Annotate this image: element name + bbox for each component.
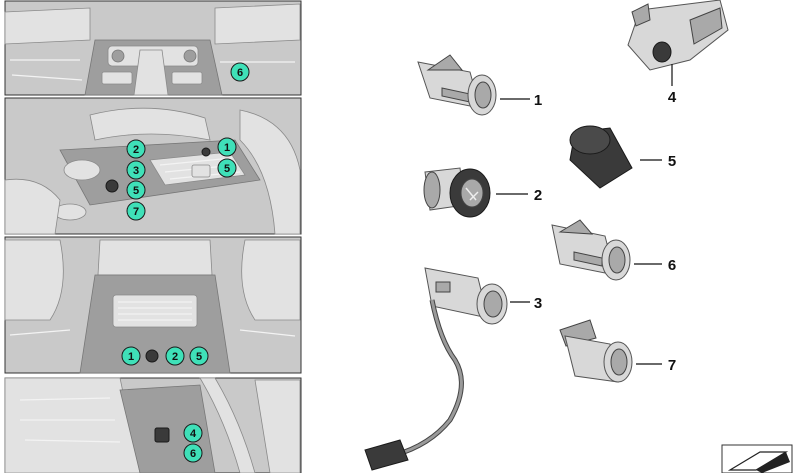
svg-text:4: 4 xyxy=(190,428,197,440)
svg-text:5: 5 xyxy=(196,351,202,363)
callout-marker: 5 xyxy=(126,180,146,200)
catalog-arrow-icon xyxy=(721,444,793,473)
svg-text:2: 2 xyxy=(534,187,542,204)
part-1-socket-housing: 1 xyxy=(417,54,542,116)
part-7-socket-sleeve: 7 xyxy=(559,319,676,383)
callout-marker: 2 xyxy=(165,346,185,366)
part-6-socket-housing: 6 xyxy=(551,219,676,281)
callout-marker: 2 xyxy=(126,139,146,159)
svg-text:5: 5 xyxy=(224,163,230,175)
part-3-socket-with-cable: 3 xyxy=(364,267,542,471)
svg-text:5: 5 xyxy=(133,185,139,197)
svg-text:7: 7 xyxy=(668,357,676,374)
svg-text:5: 5 xyxy=(668,153,676,170)
svg-text:2: 2 xyxy=(133,144,139,156)
callout-marker: 7 xyxy=(126,201,146,221)
part-5-socket-cap: 5 xyxy=(569,125,676,189)
part-4-socket-bracket: 4 xyxy=(627,0,729,106)
part-2-cigarette-lighter: 2 xyxy=(423,167,542,218)
svg-text:6: 6 xyxy=(668,257,676,274)
callout-marker: 6 xyxy=(230,62,250,82)
callout-marker: 3 xyxy=(126,160,146,180)
callout-marker: 5 xyxy=(217,158,237,178)
callout-marker: 1 xyxy=(121,346,141,366)
svg-text:3: 3 xyxy=(534,295,542,312)
svg-text:6: 6 xyxy=(190,448,196,460)
svg-text:3: 3 xyxy=(133,165,139,177)
callout-marker: 4 xyxy=(183,423,203,443)
svg-text:6: 6 xyxy=(237,67,243,79)
svg-text:1: 1 xyxy=(224,142,230,154)
svg-text:1: 1 xyxy=(128,351,134,363)
svg-text:2: 2 xyxy=(172,351,178,363)
svg-text:1: 1 xyxy=(534,92,542,109)
panel-rear-console xyxy=(4,236,302,374)
svg-text:7: 7 xyxy=(133,206,139,218)
svg-text:4: 4 xyxy=(668,89,677,106)
callout-marker: 5 xyxy=(189,346,209,366)
callout-marker: 1 xyxy=(217,137,237,157)
callout-marker: 6 xyxy=(183,443,203,463)
panel-trunk xyxy=(4,377,302,473)
panel-center-armrest xyxy=(4,97,302,235)
panel-front-console xyxy=(4,0,302,96)
